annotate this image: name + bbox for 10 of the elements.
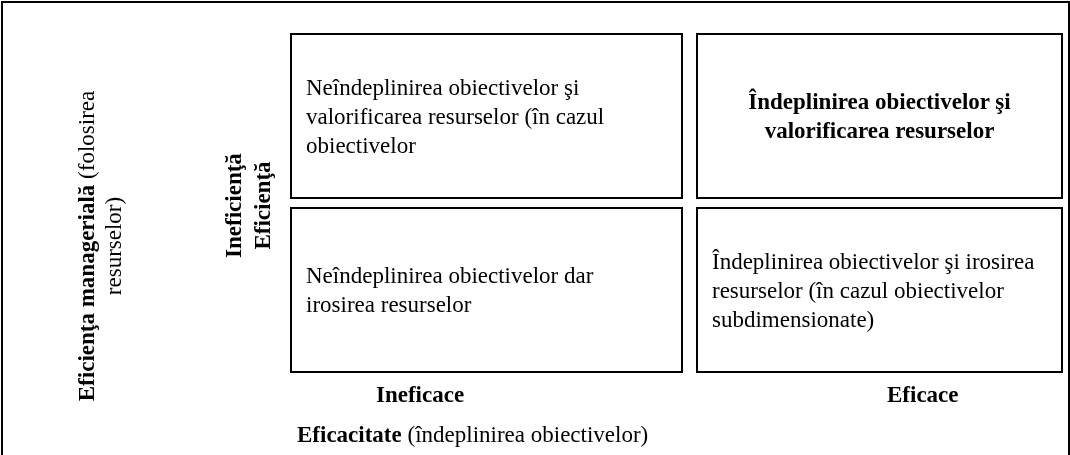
axis-label: Eficienţă [248,160,276,252]
axis-label: Eficace [887,381,959,408]
axis-label: Ineficace [376,381,465,408]
quadrant-box: Neîndeplinirea obiectivelor şi valorificarea resurselor (în cazul obiectivelor [290,33,683,199]
quadrant-box: Îndeplinirea obiectivelor şi irosirea resurselor (în cazul obiectivelor subdimensionate) [696,207,1063,373]
axis-label: Ineficienţă [219,152,247,260]
quadrant-box: Îndeplinirea obiectivelor şi valorificarea resurselor [696,33,1063,199]
axis-title: Eficacitate (îndeplinirea obiectivelor) [297,421,649,448]
quadrant-box: Neîndeplinirea obiectivelor dar irosirea resurselor [290,207,683,373]
axis-title: Eficienţa managerială (folosirea resurselor) [73,89,127,404]
